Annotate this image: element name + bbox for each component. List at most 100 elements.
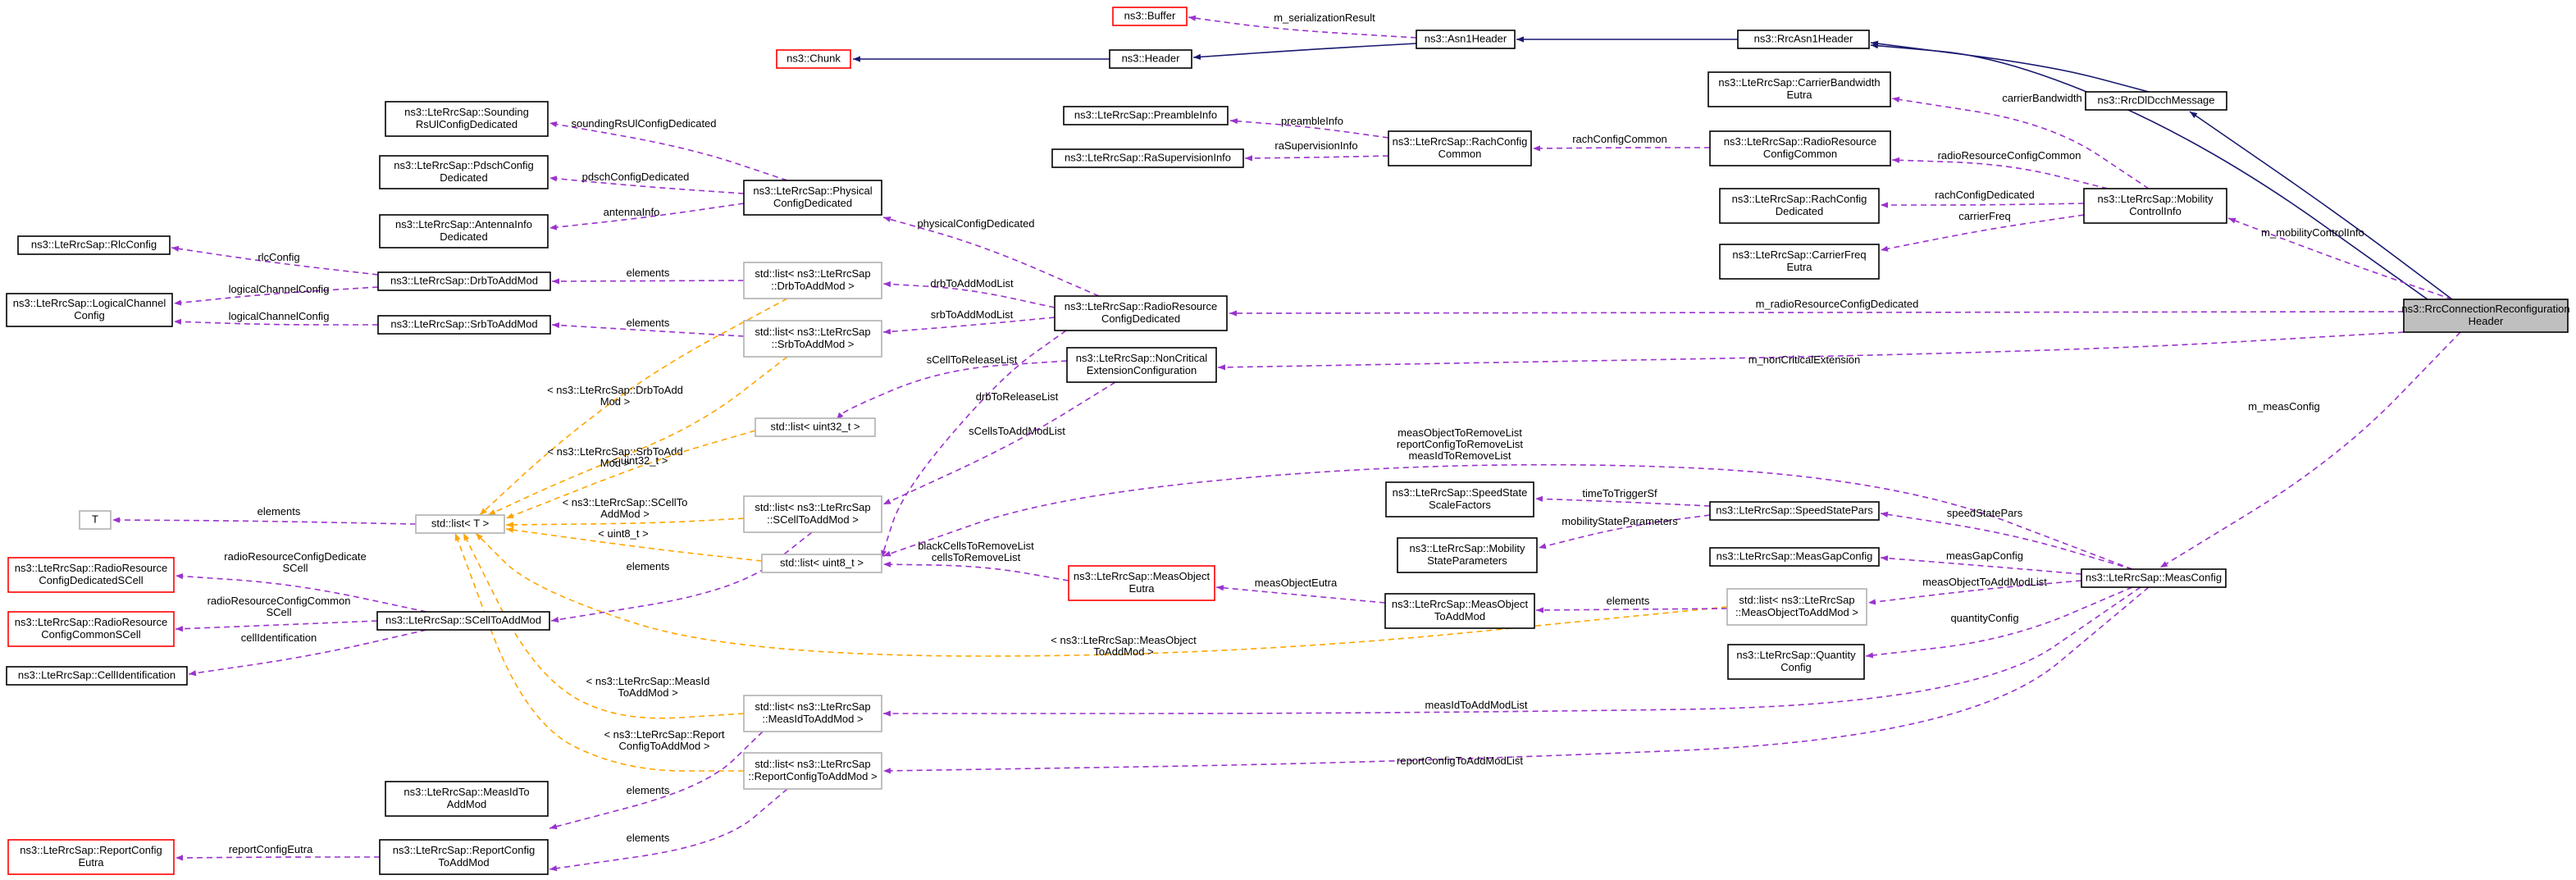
node-box[interactable] xyxy=(743,495,882,533)
node-box[interactable] xyxy=(1109,49,1192,69)
node-box[interactable] xyxy=(1063,106,1229,125)
node-box[interactable] xyxy=(1727,644,1865,680)
class-node-reportconfigtoaddmod[interactable]: ns3::LteRrcSap::ReportConfigToAddMod xyxy=(379,839,549,875)
node-box[interactable] xyxy=(377,271,551,291)
node-box[interactable] xyxy=(743,180,882,216)
node-box[interactable] xyxy=(415,514,505,534)
node-box[interactable] xyxy=(1726,588,1867,626)
class-node-listreportconfig[interactable]: std::list< ns3::LteRrcSap::ReportConfigT… xyxy=(743,752,882,790)
class-node-buffer[interactable]: ns3::Buffer xyxy=(1112,7,1188,26)
node-box[interactable] xyxy=(755,417,876,437)
node-box[interactable] xyxy=(1416,30,1516,49)
class-node-measgapconfig[interactable]: ns3::LteRrcSap::MeasGapConfig xyxy=(1709,547,1880,567)
node-box[interactable] xyxy=(2403,299,2569,333)
node-box[interactable] xyxy=(1709,501,1880,521)
class-node-listmeasobject[interactable]: std::list< ns3::LteRrcSap::MeasObjectToA… xyxy=(1726,588,1867,626)
node-box[interactable] xyxy=(761,554,882,573)
node-box[interactable] xyxy=(7,611,175,647)
node-box[interactable] xyxy=(17,235,171,255)
node-box[interactable] xyxy=(1719,244,1880,280)
node-box[interactable] xyxy=(1737,30,1870,49)
node-box[interactable] xyxy=(1388,130,1532,166)
node-box[interactable] xyxy=(2083,188,2227,224)
class-node-scelltoaddmod[interactable]: ns3::LteRrcSap::SCellToAddMod xyxy=(376,611,550,631)
class-node-t[interactable]: T xyxy=(79,510,112,530)
node-box[interactable] xyxy=(376,611,550,631)
node-box[interactable] xyxy=(743,695,882,732)
class-node-speedstatepars[interactable]: ns3::LteRrcSap::SpeedStatePars xyxy=(1709,501,1880,521)
class-node-rasupervision[interactable]: ns3::LteRrcSap::RaSupervisionInfo xyxy=(1051,148,1244,168)
node-box[interactable] xyxy=(1112,7,1188,26)
node-box[interactable] xyxy=(379,839,549,875)
node-box[interactable] xyxy=(6,666,188,686)
node-box[interactable] xyxy=(1709,130,1891,166)
node-box[interactable] xyxy=(2081,568,2227,588)
node-box[interactable] xyxy=(385,101,549,137)
class-node-measidtoaddmod[interactable]: ns3::LteRrcSap::MeasIdToAddMod xyxy=(385,781,549,817)
node-box[interactable] xyxy=(1707,71,1891,107)
class-node-cellidentification[interactable]: ns3::LteRrcSap::CellIdentification xyxy=(6,666,188,686)
class-node-preambleinfo[interactable]: ns3::LteRrcSap::PreambleInfo xyxy=(1063,106,1229,125)
class-node-measobjecttoaddmod[interactable]: ns3::LteRrcSap::MeasObjectToAddMod xyxy=(1384,593,1535,629)
class-node-rlcconfig[interactable]: ns3::LteRrcSap::RlcConfig xyxy=(17,235,171,255)
class-node-rrccommonscell[interactable]: ns3::LteRrcSap::RadioResourceConfigCommo… xyxy=(7,611,175,647)
node-box[interactable] xyxy=(1384,593,1535,629)
class-node-drbtoaddmod[interactable]: ns3::LteRrcSap::DrbToAddMod xyxy=(377,271,551,291)
class-node-soundingrsul[interactable]: ns3::LteRrcSap::SoundingRsUlConfigDedica… xyxy=(385,101,549,137)
class-node-chunk[interactable]: ns3::Chunk xyxy=(776,49,851,69)
class-node-listuint8[interactable]: std::list< uint8_t > xyxy=(761,554,882,573)
node-box[interactable] xyxy=(1397,537,1538,573)
class-node-listscell[interactable]: std::list< ns3::LteRrcSap::SCellToAddMod… xyxy=(743,495,882,533)
node-box[interactable] xyxy=(385,781,549,817)
class-node-rrcdldcchmessage[interactable]: ns3::RrcDlDcchMessage xyxy=(2085,91,2227,111)
class-node-listuint32[interactable]: std::list< uint32_t > xyxy=(755,417,876,437)
node-box[interactable] xyxy=(1054,295,1228,331)
node-box[interactable] xyxy=(379,214,549,248)
class-node-rrcdedicatedscell[interactable]: ns3::LteRrcSap::RadioResourceConfigDedic… xyxy=(7,557,175,593)
class-node-listsrb[interactable]: std::list< ns3::LteRrcSap::SrbToAddMod > xyxy=(743,320,882,358)
node-box[interactable] xyxy=(1051,148,1244,168)
class-node-noncritical[interactable]: ns3::LteRrcSap::NonCriticalExtensionConf… xyxy=(1066,347,1217,383)
node-box[interactable] xyxy=(7,839,175,875)
node-box[interactable] xyxy=(7,557,175,593)
node-box[interactable] xyxy=(1385,481,1534,518)
class-node-srbtoaddmod[interactable]: ns3::LteRrcSap::SrbToAddMod xyxy=(377,315,551,335)
class-node-measconfig[interactable]: ns3::LteRrcSap::MeasConfig xyxy=(2081,568,2227,588)
class-node-header[interactable]: ns3::Header xyxy=(1109,49,1192,69)
class-node-asn1header[interactable]: ns3::Asn1Header xyxy=(1416,30,1516,49)
node-box[interactable] xyxy=(743,752,882,790)
node-box[interactable] xyxy=(743,262,882,299)
class-node-radioresourcecommon[interactable]: ns3::LteRrcSap::RadioResourceConfigCommo… xyxy=(1709,130,1891,166)
node-box[interactable] xyxy=(1066,347,1217,383)
class-node-listmeasid[interactable]: std::list< ns3::LteRrcSap::MeasIdToAddMo… xyxy=(743,695,882,732)
class-node-listdrb[interactable]: std::list< ns3::LteRrcSap::DrbToAddMod > xyxy=(743,262,882,299)
class-node-rrcasn1header[interactable]: ns3::RrcAsn1Header xyxy=(1737,30,1870,49)
node-box[interactable] xyxy=(377,315,551,335)
node-box[interactable] xyxy=(776,49,851,69)
class-node-radioresourcededicated[interactable]: ns3::LteRrcSap::RadioResourceConfigDedic… xyxy=(1054,295,1228,331)
node-box[interactable] xyxy=(743,320,882,358)
node-box[interactable] xyxy=(79,510,112,530)
node-box[interactable] xyxy=(1709,547,1880,567)
node-box[interactable] xyxy=(1719,188,1880,224)
node-box[interactable] xyxy=(379,155,549,189)
class-node-listT[interactable]: std::list< T > xyxy=(415,514,505,534)
node-box[interactable] xyxy=(2085,91,2227,111)
node-box[interactable] xyxy=(6,293,173,327)
node-box[interactable] xyxy=(1068,565,1215,601)
